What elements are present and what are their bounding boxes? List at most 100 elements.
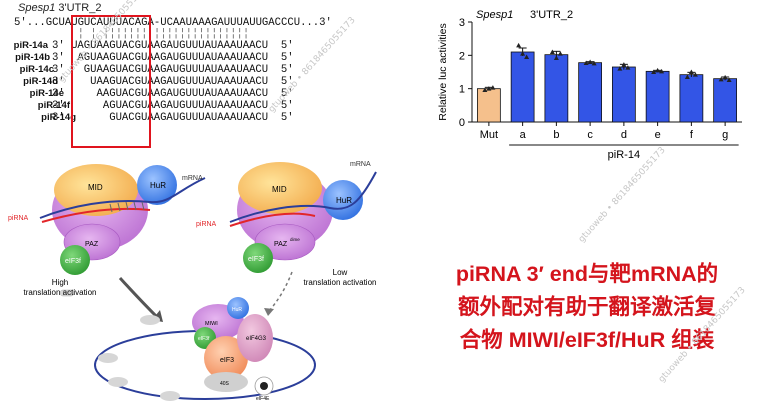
- data-point: [655, 67, 661, 73]
- pirna-name: piR-14g: [41, 112, 76, 123]
- bar: [679, 74, 704, 123]
- cartoon-svg: MID HuR mRNA piRNA PAZ eIF3f High transl…: [8, 161, 377, 402]
- gene-name: Spesp1: [18, 2, 56, 14]
- chart-title-gene: Spesp1: [476, 9, 513, 21]
- dashed-arrow: [269, 271, 293, 311]
- data-point: [587, 59, 593, 64]
- hur-protein: [137, 165, 177, 205]
- x-axis-label: piR-14: [608, 149, 640, 161]
- pirna-sequence: 3' UAAGUACGUAAGAUGUUUAUAAAUAACU 5': [52, 76, 294, 88]
- ribosome-subunit: [98, 353, 118, 363]
- s40-label: 40S: [220, 381, 230, 387]
- seed-highlight-box: [71, 15, 151, 148]
- eif3f-protein: [60, 245, 90, 275]
- data-point: [617, 66, 623, 71]
- pirna-sequence: 3' UAGUAAGUACGUAAGAUGUUUAUAAAUAACU 5': [52, 40, 294, 52]
- pirna-strand: [229, 212, 316, 227]
- pirna-label: piRNA: [196, 221, 217, 228]
- ribosome-40s: [204, 372, 248, 392]
- pirna-sequence: 3' AAGUACGUAAGAUGUUUAUAAAUAACU 5': [52, 88, 294, 100]
- eif4g3-label: eIF4G3: [246, 336, 267, 342]
- hur-label: HuR: [150, 181, 166, 190]
- paz-superscript: dime: [290, 237, 300, 242]
- y-tick-label: 2: [459, 50, 465, 62]
- high-caption-1: High: [52, 278, 68, 287]
- pirna-sequence: 3' GUAAGUACGUAAGAUGUUUAUAAAUAACU 5': [52, 64, 294, 76]
- pairing-marks: ¦ ¦ ¦¦¦¦¦¦¦ ¦¦¦¦¦¦¦¦¦¦¦¦¦¦¦: [14, 28, 250, 40]
- ribosome-subunit: [140, 315, 160, 325]
- pirna-name: piR-14b: [15, 52, 50, 63]
- hur-label: HuR: [232, 307, 242, 313]
- data-point: [722, 74, 728, 80]
- hur-label: HuR: [336, 196, 352, 205]
- pirna-sequence: 3' AGUAAGUACGUAAGAUGUUUAUAAAUAACU 5': [52, 52, 294, 64]
- data-point: [524, 54, 530, 59]
- headline-line-1: piRNA 3′ end与靶mRNA的: [455, 262, 719, 286]
- mrna-label: mRNA: [350, 161, 371, 168]
- alignment-panel: Spesp1 3'UTR_2 5'...GCUAUGUCAUUUACAGA-UC…: [4, 2, 424, 152]
- data-point: [684, 74, 690, 79]
- headline-line-3: 合物 MIWI/eIF3f/HuR 组装: [459, 328, 715, 352]
- data-point: [718, 76, 724, 82]
- x-tick-label: a: [520, 129, 527, 141]
- mid-domain: [238, 162, 322, 214]
- paz-label: PAZ: [274, 241, 288, 248]
- base-pairs: [109, 201, 145, 213]
- low-caption-2: translation activation: [304, 278, 377, 287]
- eif3f-label: eIF3f: [65, 258, 81, 265]
- pirna-name: piR-14a: [13, 40, 48, 51]
- eif4g3-bottom: [237, 314, 273, 362]
- bar: [477, 88, 501, 123]
- data-point: [549, 49, 555, 54]
- data-point: [553, 55, 559, 60]
- pirna-strand: [41, 207, 151, 223]
- y-tick-label: 3: [459, 17, 465, 29]
- data-point: [516, 42, 522, 48]
- pirna-name: piR-14f: [37, 100, 70, 111]
- data-point: [659, 68, 665, 74]
- mid-domain: [54, 164, 138, 216]
- low-activation-complex: [229, 162, 377, 273]
- pirna-name: piR-14d: [23, 76, 58, 87]
- pirna-sequence: 3' AGUACGUAAGAUGUUUAUAAAUAACU 5': [52, 100, 294, 112]
- eif4e-label: eIF4E: [256, 396, 270, 402]
- data-point: [591, 60, 597, 66]
- paz-label: PAZ: [85, 241, 99, 248]
- y-tick-label: 1: [459, 84, 465, 96]
- data-point: [520, 51, 526, 56]
- data-point: [625, 65, 631, 70]
- mrna-strand: [39, 177, 206, 219]
- y-tick-label: 0: [459, 117, 465, 129]
- bar: [713, 78, 737, 123]
- x-tick-label: g: [722, 129, 728, 141]
- data-point: [688, 69, 694, 74]
- data-point: [583, 60, 589, 65]
- eif3-bottom: [204, 336, 248, 380]
- low-caption-1: Low: [333, 268, 348, 277]
- solid-arrow: [118, 276, 160, 320]
- mid-label: MID: [272, 185, 287, 194]
- x-tick-label: b: [553, 129, 559, 141]
- eif3f-protein: [243, 243, 273, 273]
- mid-label: MID: [88, 183, 103, 192]
- data-point: [621, 62, 627, 67]
- data-point: [692, 72, 698, 77]
- y-axis-label: Relative luc activities: [437, 23, 449, 120]
- bar: [578, 62, 602, 123]
- eif3f-label: eIF3f: [198, 336, 210, 342]
- eif3f-label: eIF3f: [248, 256, 264, 263]
- x-tick-label: e: [655, 129, 661, 141]
- bar: [544, 54, 569, 123]
- miwi-label: MIWI: [205, 321, 218, 327]
- data-point: [557, 51, 563, 56]
- hur-bottom: [227, 297, 249, 319]
- data-point: [490, 85, 496, 90]
- utr-name: 3'UTR_2: [58, 2, 102, 14]
- chart-title-utr: 3'UTR_2: [530, 9, 573, 21]
- headline-line-2: 额外配对有助于翻译激活复: [457, 295, 716, 319]
- high-caption-2: translation activation: [24, 288, 97, 297]
- box-icon: [59, 289, 75, 297]
- pirna-name: piR-14e: [29, 88, 64, 99]
